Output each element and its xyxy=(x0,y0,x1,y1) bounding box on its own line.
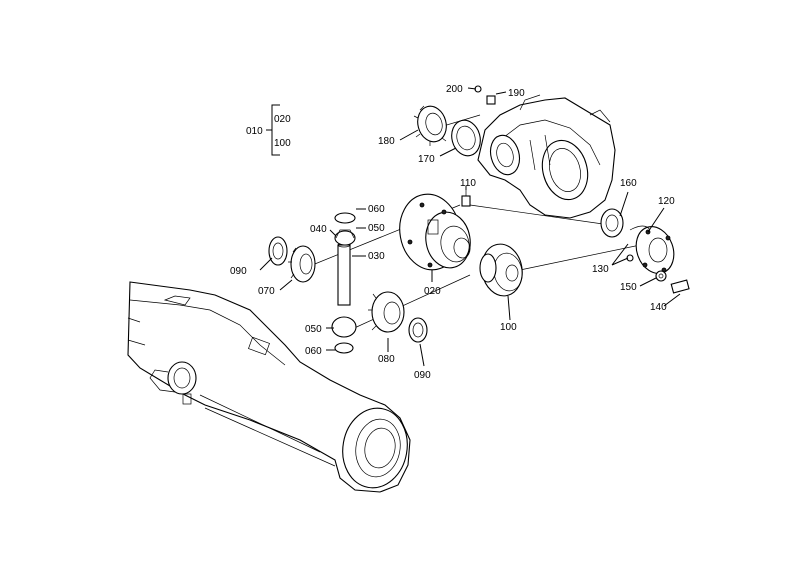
label-020: 020 xyxy=(424,286,441,297)
nut-150 xyxy=(655,270,667,282)
label-080: 080 xyxy=(378,354,395,365)
label-200: 200 xyxy=(446,84,463,95)
label-060-lower: 060 xyxy=(305,346,322,357)
label-020-group: 020 xyxy=(274,114,291,125)
label-090-left: 090 xyxy=(230,266,247,277)
label-050-lower: 050 xyxy=(305,324,322,335)
pinion-lower xyxy=(331,316,357,354)
side-gear-080 xyxy=(368,291,405,333)
washer-090-left xyxy=(268,236,288,266)
bearing-160 xyxy=(600,208,624,238)
label-090-right: 090 xyxy=(414,370,431,381)
label-130: 130 xyxy=(592,264,609,275)
label-060-upper: 060 xyxy=(368,204,385,215)
leader-lines xyxy=(259,87,681,367)
group-bracket xyxy=(266,104,280,156)
label-040: 040 xyxy=(310,224,327,235)
side-gear-070 xyxy=(288,245,316,283)
label-050-upper: 050 xyxy=(368,223,385,234)
pinion-upper xyxy=(334,212,356,246)
washer-090-right xyxy=(408,317,428,343)
bolt-140 xyxy=(670,279,690,294)
bolt-110 xyxy=(461,190,471,207)
label-150: 150 xyxy=(620,282,637,293)
label-010: 010 xyxy=(246,126,263,137)
label-140: 140 xyxy=(650,302,667,313)
label-120: 120 xyxy=(658,196,675,207)
assembly-lines xyxy=(299,114,641,331)
label-100-group: 100 xyxy=(274,138,291,149)
differential-case xyxy=(399,193,471,271)
label-070: 070 xyxy=(258,286,275,297)
label-100: 100 xyxy=(500,322,517,333)
bearing-170 xyxy=(451,119,481,157)
label-160: 160 xyxy=(620,178,637,189)
label-170: 170 xyxy=(418,154,435,165)
pin-190 xyxy=(486,95,496,105)
gear-180 xyxy=(413,105,447,146)
gear-housing xyxy=(477,94,616,219)
gear-100 xyxy=(479,243,523,297)
label-180: 180 xyxy=(378,136,395,147)
label-190: 190 xyxy=(508,88,525,99)
flange-120 xyxy=(635,226,675,274)
label-110: 110 xyxy=(460,178,476,189)
label-030: 030 xyxy=(368,251,385,262)
shaft-030 xyxy=(337,242,351,306)
axle-housing xyxy=(127,281,411,493)
